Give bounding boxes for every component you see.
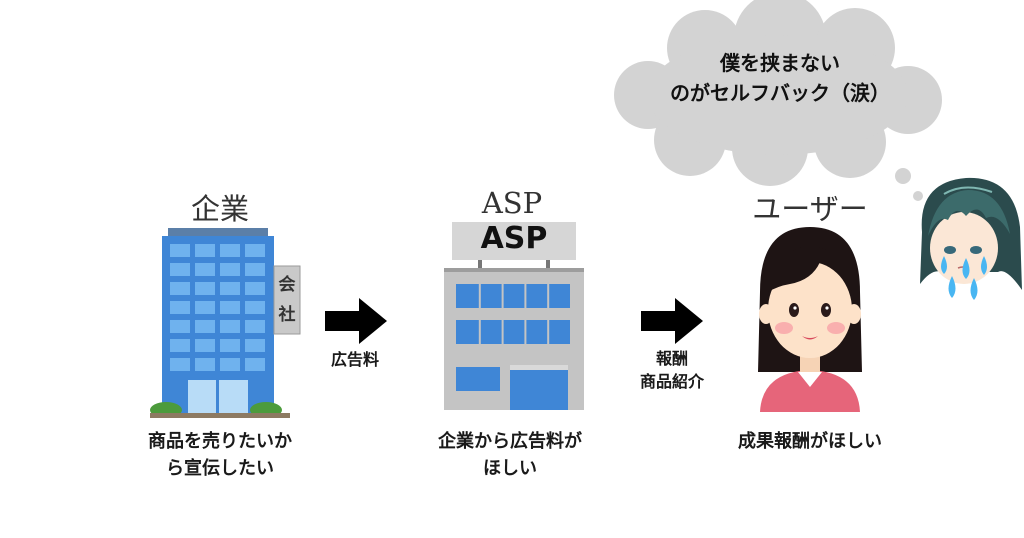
thought-dot-small xyxy=(913,191,923,201)
company-sign-char-2: 社 xyxy=(278,305,296,325)
arrow2-label-line-1: 報酬 xyxy=(655,349,688,368)
bubble-line-1: 僕を挟まない xyxy=(720,51,840,75)
thought-dot-large xyxy=(895,168,911,184)
user-avatar-illustration xyxy=(758,227,862,412)
asp-caption-line-2: ほしい xyxy=(483,458,537,479)
arrow1-label: 広告料 xyxy=(330,350,379,369)
asp-title: ASP xyxy=(481,186,543,220)
bubble-line-2: のがセルフバック（涙） xyxy=(670,81,890,105)
company-building-illustration xyxy=(150,228,301,418)
arrow2-label-line-2: 商品紹介 xyxy=(639,372,704,391)
arrow-right-icon xyxy=(641,298,703,344)
crying-avatar-illustration xyxy=(920,177,1022,300)
user-caption: 成果報酬がほしい xyxy=(738,431,882,452)
user-title: ユーザー xyxy=(752,192,868,226)
company-caption-line-2: ら宣伝したい xyxy=(166,458,274,479)
arrow-right-icon xyxy=(325,298,387,344)
asp-caption-line-1: 企業から広告料が xyxy=(438,431,582,452)
asp-sign-text: ASP xyxy=(480,221,548,256)
company-caption-line-1: 商品を売りたいか xyxy=(148,431,292,452)
company-sign-char-1: 会 xyxy=(278,275,296,295)
asp-building-illustration xyxy=(444,222,584,410)
company-title: 企業 xyxy=(190,192,249,226)
tear-drops xyxy=(941,256,987,300)
